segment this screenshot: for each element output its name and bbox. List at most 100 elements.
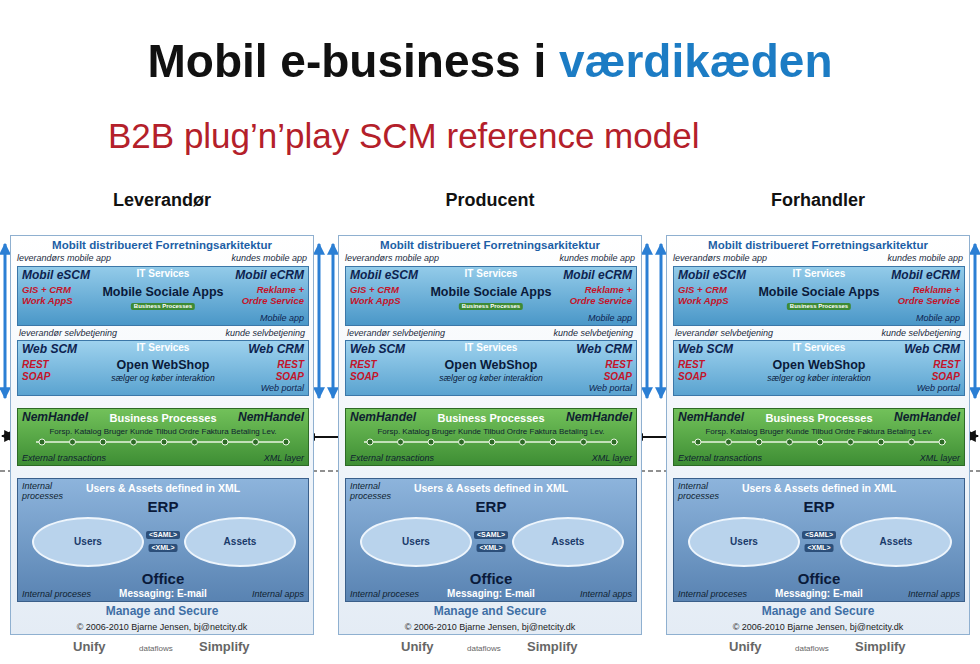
layer-text: Business Processes — [437, 412, 544, 425]
layer-text: <SAML> — [146, 531, 180, 539]
layer-text: Forsp. Katalog Bruger Kunde Tilbud Ordre… — [377, 427, 604, 436]
mobile-layer: Mobil eSCMIT ServicesMobil eCRMGIS + CRM… — [673, 266, 965, 326]
process-layer: NemHandelBusiness ProcessesNemHandelFors… — [345, 408, 637, 466]
layer-text: REST SOAP — [598, 359, 632, 382]
layer-text: Messaging: E-mail — [119, 588, 207, 600]
layer-text: XML layer — [264, 453, 304, 463]
layer-text: leverandør selvbetjening — [347, 328, 445, 338]
layer-text: IT Services — [793, 268, 846, 280]
layer-text: leverandør selvbetjening — [19, 328, 117, 338]
ellipse-label: Assets — [552, 536, 585, 548]
web-layer: Web SCM IT Services Web CRM REST SOAP Open W… — [673, 340, 965, 396]
assets-ellipse: Assets — [184, 517, 296, 567]
layer-text: Business Processes — [109, 412, 216, 425]
layer-text: Business Processes — [787, 303, 851, 310]
layer-text: Unify — [729, 640, 762, 655]
layer-text: Forsp. Katalog Bruger Kunde Tilbud Ordre… — [49, 427, 276, 436]
layer-text: External transactions — [678, 453, 762, 463]
layer-text: kunde selvbetjening — [225, 328, 305, 338]
layer-text: Open WebShop — [445, 358, 538, 372]
layer-text: Internal proceses — [350, 589, 419, 599]
layer-text: Web portal — [917, 383, 960, 393]
layer-text: Mobil eCRM — [891, 269, 960, 283]
architecture-panel: ProducentMobilt distribueret Forretnings… — [338, 235, 642, 635]
layer-text: sælger og køber interaktion — [439, 374, 542, 384]
layer-text: Mobil eCRM — [563, 269, 632, 283]
layer-text: REST SOAP — [678, 359, 712, 382]
web-layer: Web SCMIT ServicesWeb CRMREST SOAPOpen W… — [17, 340, 309, 396]
layer-text: leverandør selvbetjening — [675, 328, 773, 338]
layer-text: kunde selvbetjening — [881, 328, 961, 338]
layer-text: Web CRM — [576, 343, 632, 357]
web-layer: Web SCMIT ServicesWeb CRMREST SOAPOpen W… — [345, 340, 637, 396]
layer-text: Simplify — [527, 640, 578, 655]
layer-text: ERP — [804, 498, 835, 515]
layer-text: NemHandel — [238, 411, 304, 425]
layer-text: Web SCM — [350, 343, 405, 357]
layer-text: Web SCM — [678, 343, 733, 357]
layer-text: © 2006-2010 Bjarne Jensen, bj@netcity.dk — [733, 622, 904, 632]
layer-text: Manage and Secure — [434, 605, 547, 619]
layer-text: © 2006-2010 Bjarne Jensen, bj@netcity.dk — [405, 622, 576, 632]
layer-text: © 2006-2010 Bjarne Jensen, bj@netcity.dk — [77, 622, 248, 632]
layer-text: Simplify — [855, 640, 906, 655]
layer-text: Internal processes — [22, 481, 70, 502]
users-ellipse: Users — [360, 517, 472, 567]
layer-text: dataflows — [139, 644, 173, 653]
layer-text: ERP — [476, 498, 507, 515]
layer-text: Messaging: E-mail — [447, 588, 535, 600]
layer-text: Unify — [73, 640, 106, 655]
process-layer: NemHandelBusiness ProcessesNemHandelFors… — [673, 408, 965, 466]
layer-text: Mobile app — [588, 313, 632, 323]
layer-text: Open WebShop — [773, 358, 866, 372]
layer-text: Internal processes — [350, 481, 398, 502]
layer-text: Mobilt distribueret Forretningsarkitektu… — [380, 239, 600, 252]
layer-text: Internal apps — [908, 589, 960, 599]
layer-text: REST SOAP — [270, 359, 304, 382]
dataflow-arrows — [5, 244, 975, 398]
layer-text: dataflows — [467, 644, 501, 653]
erp-layer: Internal processes Users & Assets defined… — [345, 478, 637, 602]
ellipse-label: Assets — [880, 536, 913, 548]
layer-text: Users & Assets defined in XML — [414, 482, 568, 494]
layer-text: kundes mobile app — [559, 253, 635, 263]
layer-text: ERP — [148, 498, 179, 515]
layer-text: Mobile app — [916, 313, 960, 323]
architecture-panel: ForhandlerMobilt distribueret Forretning… — [666, 235, 970, 635]
layer-text: Reklame + Ordre Service — [558, 285, 632, 307]
layer-text: IT Services — [793, 342, 846, 354]
layer-text: Simplify — [199, 640, 250, 655]
layer-text: <XML> — [149, 544, 178, 552]
layer-text: XML layer — [920, 453, 960, 463]
layer-text: Office — [470, 570, 513, 587]
users-ellipse: Users — [688, 517, 800, 567]
layer-text: Mobil eSCM — [22, 269, 90, 283]
layer-text: Business Processes — [765, 412, 872, 425]
layer-text: Mobile Sociale Apps — [430, 285, 551, 299]
layer-text: REST SOAP — [22, 359, 56, 382]
layer-text: Web CRM — [904, 343, 960, 357]
column-header: Producent — [445, 190, 534, 211]
layer-text: Reklame + Ordre Service — [886, 285, 960, 307]
ellipse-label: Users — [730, 536, 758, 548]
layer-text: IT Services — [137, 268, 190, 280]
layer-text: IT Services — [465, 268, 518, 280]
layer-text: REST SOAP — [350, 359, 384, 382]
layer-text: Internal proceses — [22, 589, 91, 599]
layer-text: Internal processes — [678, 481, 726, 502]
layer-text: Office — [142, 570, 185, 587]
layer-text: <SAML> — [802, 531, 836, 539]
assets-ellipse: Assets — [512, 517, 624, 567]
layer-text: Open WebShop — [117, 358, 210, 372]
layer-text: sælger og køber interaktion — [111, 374, 214, 384]
layer-text: leverandørs mobile app — [345, 253, 439, 263]
layer-text: GIS + CRM Work AppS — [22, 285, 80, 307]
layer-text: Mobil eSCM — [678, 269, 746, 283]
layer-text: <XML> — [477, 544, 506, 552]
column-header: Forhandler — [771, 190, 865, 211]
layer-text: <XML> — [805, 544, 834, 552]
ellipse-label: Assets — [224, 536, 257, 548]
subtitle: B2B plug’n’play SCM reference model — [108, 116, 699, 156]
assets-ellipse: Assets — [840, 517, 952, 567]
erp-layer: Internal processesUsers & Assets defined… — [673, 478, 965, 602]
